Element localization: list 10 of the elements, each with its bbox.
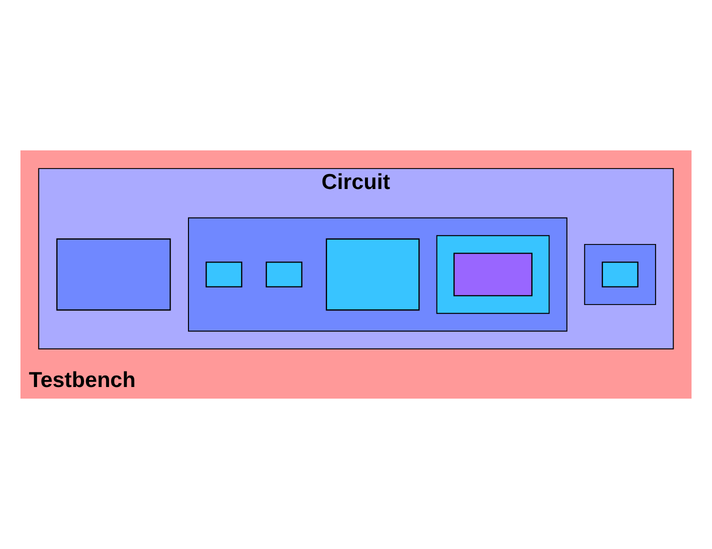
node-box [453, 252, 532, 296]
node-box [602, 262, 638, 288]
node-box [56, 238, 171, 311]
node-box [206, 262, 242, 288]
cluster [436, 235, 550, 314]
cluster: Circuit [38, 168, 674, 350]
cluster [188, 217, 568, 332]
node-box [326, 238, 420, 311]
cluster [584, 244, 656, 306]
node-box [266, 262, 302, 288]
